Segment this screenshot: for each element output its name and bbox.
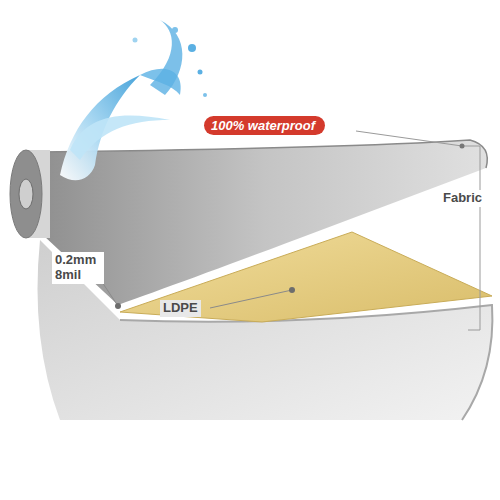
badge-banner: 100% waterproof bbox=[204, 116, 325, 135]
water-drop bbox=[188, 44, 196, 52]
water-drop bbox=[172, 27, 178, 33]
roll-end bbox=[10, 150, 42, 238]
water-drop bbox=[198, 70, 203, 75]
water-drop bbox=[203, 93, 207, 97]
water-splash bbox=[70, 115, 170, 160]
roll-core bbox=[19, 179, 33, 209]
leader-line bbox=[210, 290, 292, 308]
water-splash bbox=[150, 20, 182, 95]
leader-dot bbox=[289, 287, 295, 293]
leader-dot bbox=[115, 303, 121, 309]
part-name: Fabric bbox=[440, 190, 485, 207]
upper-fabric-edge bbox=[40, 140, 487, 168]
leader-dot bbox=[460, 144, 465, 149]
lower-fabric-edge bbox=[120, 305, 492, 420]
badge-text: 100% waterproof bbox=[211, 118, 315, 133]
dimension-label: 0.2mm 8mil bbox=[52, 252, 104, 284]
leader-line bbox=[356, 131, 462, 146]
part-name: LDPE bbox=[160, 300, 201, 317]
fabric-bracket bbox=[462, 146, 480, 330]
upper-fabric bbox=[40, 140, 487, 305]
water-drop bbox=[133, 38, 138, 43]
